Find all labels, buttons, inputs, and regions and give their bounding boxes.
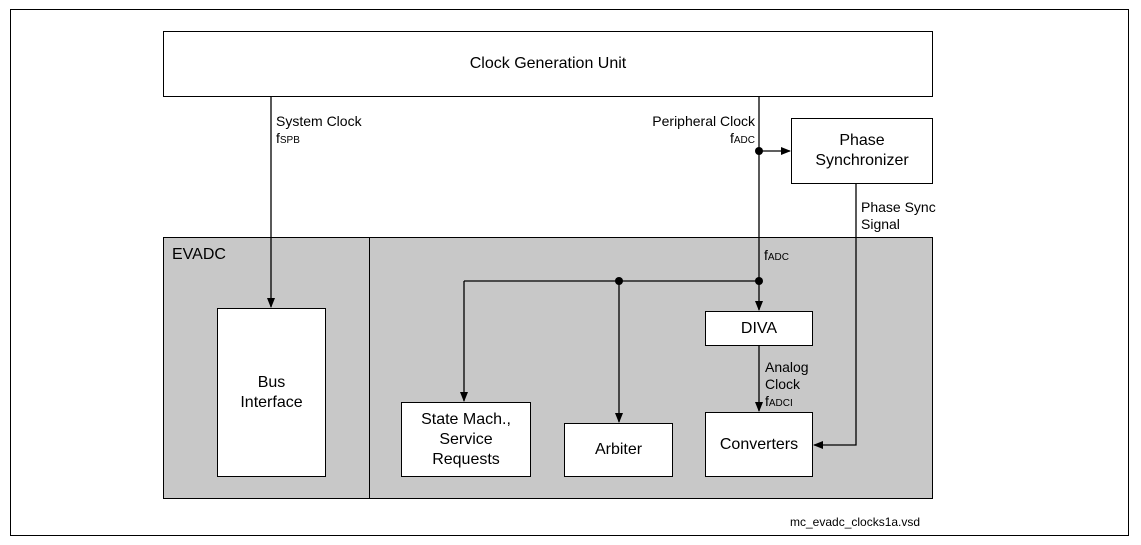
- phase-synchronizer: Phase Synchronizer: [791, 118, 933, 184]
- junction-dot: [755, 147, 763, 155]
- f-adci-sub: ADCI: [768, 398, 793, 409]
- bus-interface: Bus Interface: [217, 308, 326, 477]
- state-machine-block: State Mach., Service Requests: [401, 402, 531, 477]
- junction-dot: [615, 277, 623, 285]
- diva-block: DIVA: [705, 311, 813, 346]
- arbiter-label: Arbiter: [594, 441, 643, 458]
- f-spb-sub: SPB: [279, 135, 300, 146]
- phase-synchronizer-label: Phase Synchronizer: [815, 132, 909, 169]
- converters-block: Converters: [705, 412, 813, 477]
- clock-generation-unit-label: Clock Generation Unit: [469, 55, 627, 72]
- file-name-footer: mc_evadc_clocks1a.vsd: [790, 515, 921, 529]
- phase-sync-signal-line: [813, 184, 857, 449]
- bus-interface-label: Bus Interface: [240, 373, 303, 411]
- state-machine-label: State Mach., Service Requests: [421, 410, 511, 468]
- analog-clock-text: Analog Clock: [765, 359, 809, 392]
- f-spb-main: f: [276, 130, 280, 146]
- arbiter-block: Arbiter: [564, 423, 673, 477]
- f-adc-main: f: [729, 130, 734, 146]
- phase-sync-signal-label: Phase Sync Signal: [861, 199, 936, 232]
- f-adc-sub: ADC: [733, 135, 755, 146]
- evadc-label: EVADC: [172, 246, 226, 263]
- analog-clock-label: Analog Clock fADCI: [765, 359, 809, 412]
- f-adc-inner-label: fADC: [764, 247, 789, 266]
- peripheral-clock-text: Peripheral Clock: [652, 113, 755, 129]
- system-clock-text: System Clock: [276, 113, 362, 129]
- junction-dot: [755, 277, 763, 285]
- diagram-frame: [10, 9, 1129, 536]
- clock-generation-unit: Clock Generation Unit: [163, 31, 933, 97]
- f-adc-inner-sub: ADC: [767, 252, 790, 263]
- diva-label: DIVA: [740, 319, 778, 337]
- f-adci-main: f: [765, 393, 769, 409]
- peripheral-clock-label: Peripheral Clock fADC: [652, 113, 755, 149]
- f-adc-inner-main: f: [764, 247, 768, 263]
- converters-label: Converters: [719, 435, 799, 453]
- system-clock-label: System Clock fSPB: [276, 113, 362, 149]
